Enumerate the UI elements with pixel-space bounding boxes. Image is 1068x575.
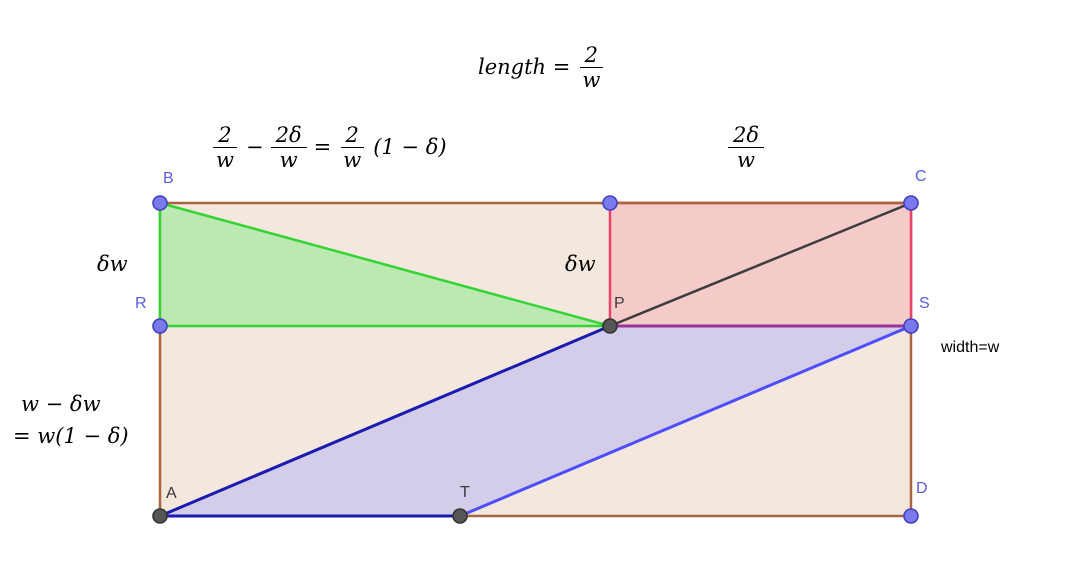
fraction-numerator: 2δ — [728, 123, 765, 149]
fraction-denominator: w — [279, 148, 298, 173]
point-D[interactable] — [903, 508, 919, 524]
point-unlabeled-top[interactable] — [602, 195, 618, 211]
point-A[interactable] — [152, 508, 168, 524]
fraction: 2 w — [211, 123, 239, 172]
segment-p-c[interactable] — [608, 201, 913, 328]
point-label-D: D — [916, 480, 928, 497]
fraction-numerator: 2 — [213, 123, 237, 149]
fraction: 2 w — [577, 43, 605, 92]
point-label-R: R — [135, 295, 147, 312]
fraction-denominator: w — [343, 148, 362, 173]
point-label-C: C — [915, 168, 927, 185]
fraction-denominator: w — [216, 148, 234, 173]
formula-length-prefix: length = — [478, 55, 571, 80]
formula-top-right: 2δ w — [728, 123, 765, 173]
label-width-expr-line1: w − δw — [21, 392, 101, 416]
operator-minus: − — [245, 135, 264, 160]
point-P[interactable] — [602, 318, 618, 334]
segment-a-p[interactable] — [158, 324, 612, 518]
formula-suffix: (1 − δ) — [373, 135, 447, 160]
label-delta-w-mid: δw — [565, 252, 596, 276]
fraction: 2 w — [338, 123, 366, 172]
formula-top-left: 2 w − 2δ w = 2 w (1 − δ) — [211, 123, 447, 172]
point-label-B: B — [163, 170, 174, 187]
fraction-numerator: 2 — [340, 123, 364, 149]
formula-length: length = 2 w — [478, 43, 605, 92]
label-width-w: width=w — [941, 339, 1000, 356]
point-B[interactable] — [152, 195, 168, 211]
fraction-numerator: 2δ — [270, 123, 307, 149]
fraction: 2δ w — [270, 123, 307, 173]
label-width-expr-line2: = w(1 − δ) — [13, 424, 129, 448]
fraction-denominator: w — [582, 68, 601, 93]
point-label-A: A — [166, 485, 177, 502]
green-triangle[interactable] — [158, 201, 612, 328]
blue-parallelogram[interactable] — [160, 326, 911, 516]
point-label-P: P — [614, 295, 625, 312]
label-delta-w-left: δw — [97, 252, 128, 276]
fraction-numerator: 2 — [579, 43, 604, 69]
fraction-denominator: w — [737, 148, 755, 173]
operator-equals: = — [313, 135, 332, 160]
point-T[interactable] — [452, 508, 468, 524]
fraction: 2δ w — [728, 123, 765, 173]
point-label-T: T — [460, 484, 470, 501]
point-label-S: S — [919, 295, 930, 312]
point-C[interactable] — [903, 195, 919, 211]
point-S[interactable] — [903, 318, 919, 334]
segment-t-s[interactable] — [458, 324, 913, 518]
point-R[interactable] — [152, 318, 168, 334]
